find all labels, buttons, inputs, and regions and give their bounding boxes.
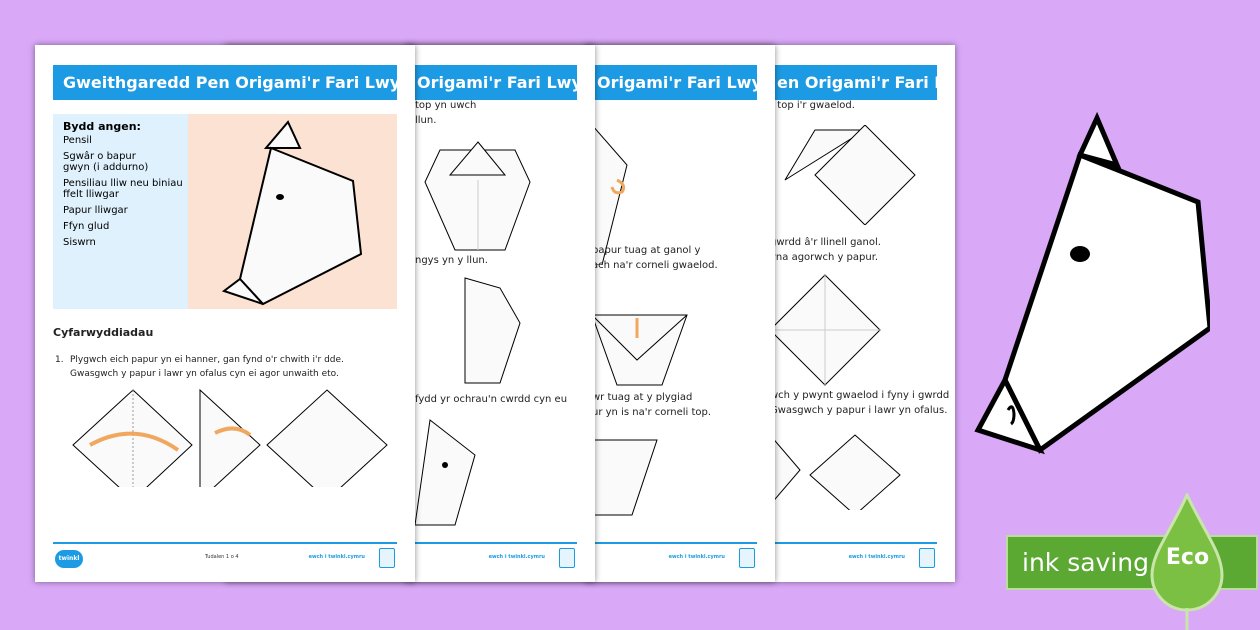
step-text: yna agorwch y papur. — [770, 252, 879, 263]
step-text: ur yn is na'r corneli top. — [592, 407, 712, 418]
page-number: Tudalen 1 o 4 — [205, 554, 239, 560]
fold-diagram — [592, 439, 658, 516]
instructions-heading: Cyfarwyddiadau — [53, 326, 154, 339]
page-title: Origami'r Fari Lwyd — [587, 65, 757, 100]
material-item: Pensil — [63, 135, 92, 146]
fold-diagram — [464, 277, 521, 384]
material-item: Papur lliwgar — [63, 205, 128, 216]
footer-link[interactable]: ewch i twinkl.cymru — [668, 554, 725, 560]
step-text: papur tuag at ganol y — [592, 245, 701, 256]
step-text: r top i'r gwaelod. — [770, 100, 855, 111]
step-text: fydd yr ochrau'n cwrdd cyn eu — [415, 394, 568, 405]
materials-heading: Bydd angen: — [63, 120, 141, 133]
page-title: en Origami'r Fari Lwyd — [767, 65, 937, 100]
twinkl-badge-icon — [739, 548, 755, 568]
twinkl-logo: twinkl — [55, 550, 83, 568]
step-text: ngys yn y llun. — [415, 255, 488, 266]
footer-link[interactable]: ewch i twinkl.cymru — [308, 554, 365, 560]
page-title: Origami'r Fari Lwyd — [407, 65, 577, 100]
fold-diagram — [770, 434, 901, 510]
step-text: Plygwch eich papur yn ei hanner, gan fyn… — [70, 355, 344, 365]
step-text: llun. — [415, 115, 437, 126]
twinkl-badge-icon — [559, 548, 575, 568]
horse-head-illustration — [974, 111, 1210, 455]
worksheet-page-1: Gweithgaredd Pen Origami'r Fari Lwyd Byd… — [35, 45, 415, 582]
step-text: Gwasgwch y papur i lawr yn ofalus cyn ei… — [70, 369, 339, 379]
footer-link[interactable]: ewch i twinkl.cymru — [488, 554, 545, 560]
eco-label: Eco — [1165, 545, 1210, 570]
ink-saving-label: ink saving — [1022, 548, 1150, 577]
footer-rule — [53, 542, 397, 544]
step-text: Gwasgwch y papur i lawr yn ofalus. — [770, 405, 948, 416]
fold-diagram — [770, 274, 881, 386]
page-title: Gweithgaredd Pen Origami'r Fari Lwyd — [53, 65, 397, 100]
eco-leaf-icon — [1150, 493, 1224, 630]
twinkl-badge-icon — [379, 548, 395, 568]
material-item: Pensiliau lliw neu biniau ffelt lliwgar — [63, 178, 183, 200]
materials-box: Bydd angen: Pensil Sgwâr o bapur gwyn (i… — [53, 114, 188, 309]
fold-diagram — [784, 125, 916, 225]
fold-diagram — [592, 125, 628, 265]
step-text: wch y pwynt gwaelod i fyny i gwrdd — [770, 390, 950, 401]
step-text: top yn uwch — [415, 100, 477, 111]
fold-diagram — [415, 419, 476, 526]
step-text: gwrdd â'r llinell ganol. — [770, 237, 881, 248]
fold-diagram — [424, 141, 531, 251]
material-item: Sgwâr o bapur gwyn (i addurno) — [63, 151, 149, 173]
twinkl-badge-icon — [919, 548, 935, 568]
horse-head-image — [188, 114, 397, 309]
step-number: 1. — [55, 355, 64, 365]
step-text: ach na'r corneli gwaelod. — [592, 260, 718, 271]
fold-diagram — [592, 314, 688, 386]
footer-link[interactable]: ewch i twinkl.cymru — [848, 554, 905, 560]
material-item: Ffyn glud — [63, 221, 110, 232]
step-text: wr tuag at y plygiad — [592, 392, 693, 403]
material-item: Siswrn — [63, 237, 96, 248]
fold-diagram — [72, 388, 388, 487]
